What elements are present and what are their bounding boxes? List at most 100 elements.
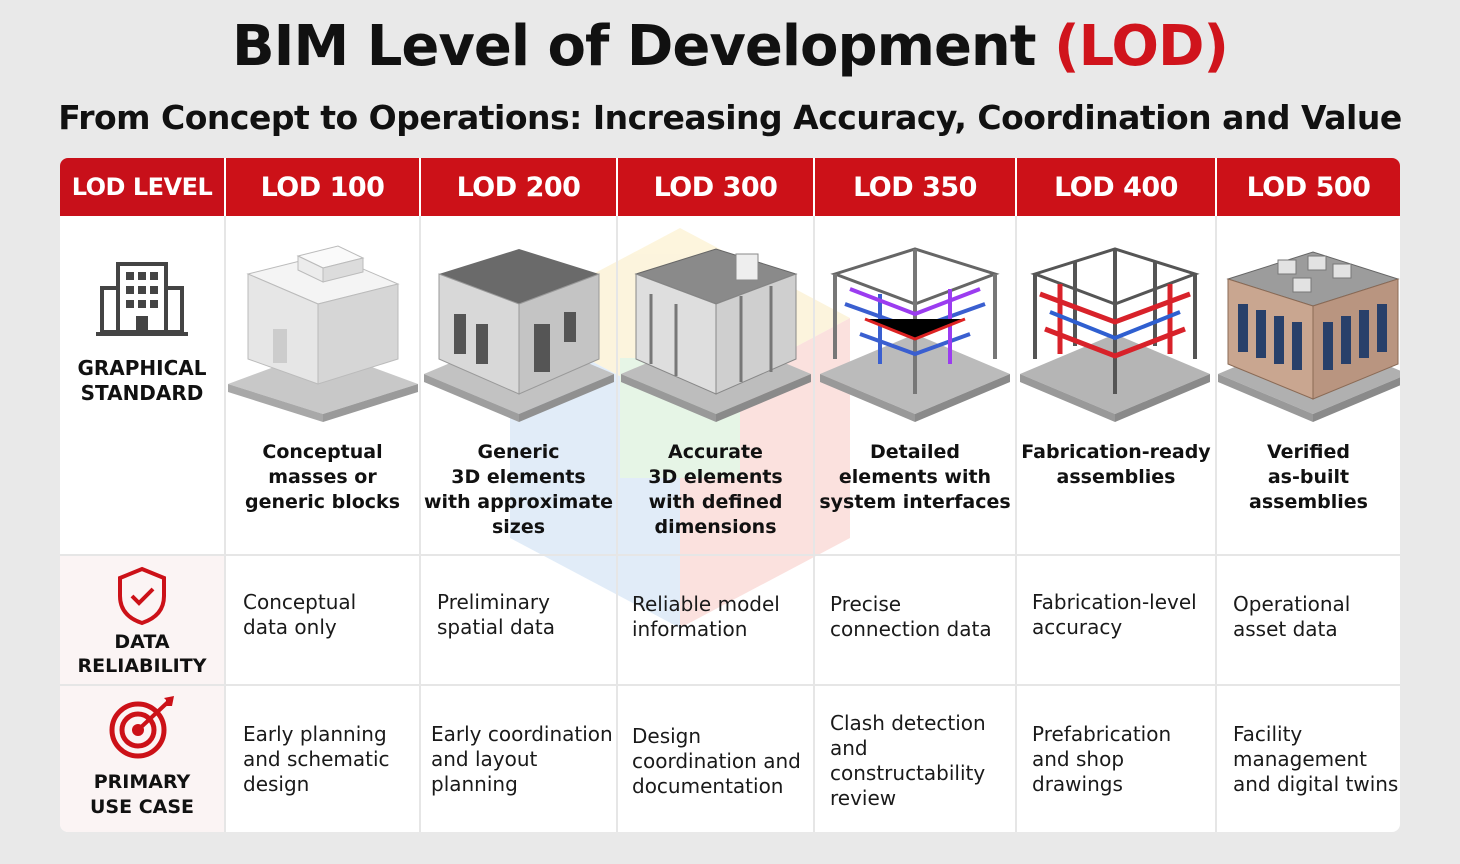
header-lod-100: LOD 100: [226, 158, 419, 216]
header-lod-level: LOD LEVEL: [60, 158, 224, 216]
cell-line: Detailed: [869, 441, 961, 463]
row-label-graphical: GRAPHICAL STANDARD: [60, 356, 224, 406]
lod200-model-icon: [424, 249, 614, 422]
cell-line: Conceptual: [243, 590, 357, 614]
column-divider: [224, 158, 226, 832]
cell-line: Precise: [830, 592, 902, 616]
row-label-line: DATA: [114, 631, 170, 653]
cell-line: as-built: [1267, 466, 1350, 488]
cell-line: management: [1233, 747, 1367, 771]
header-divider: [1215, 158, 1217, 216]
cell-line: system interfaces: [819, 491, 1011, 513]
column-divider: [1215, 158, 1217, 832]
header-lod-350: LOD 350: [815, 158, 1015, 216]
title-main: BIM Level of Development: [231, 14, 1037, 79]
cell-line: dimensions: [654, 516, 777, 538]
lod400-model-icon: [1020, 247, 1210, 422]
lod-table: LOD LEVEL LOD 100 LOD 200 LOD 300 LOD 35…: [60, 158, 1400, 832]
cell-line: Clash detection: [830, 711, 986, 735]
cell-line: and shop: [1032, 747, 1125, 771]
cell-line: and digital twins: [1233, 772, 1399, 796]
column-divider: [419, 158, 421, 832]
cell-line: Fabrication-level: [1032, 590, 1197, 614]
cell-line: Accurate: [668, 441, 763, 463]
cell-line: Facility: [1233, 722, 1303, 746]
cell-line: with approximate: [423, 491, 614, 513]
page-subtitle: From Concept to Operations: Increasing A…: [58, 98, 1402, 137]
cell-line: review: [830, 786, 897, 810]
graphical-desc-lod500: Verified as-built assemblies: [1217, 440, 1400, 515]
graphical-desc-lod100: Conceptual masses or generic blocks: [226, 440, 419, 515]
cell-line: information: [632, 617, 748, 641]
column-divider: [1015, 158, 1017, 832]
lod300-model-icon: [621, 248, 811, 422]
header-lod-400: LOD 400: [1017, 158, 1215, 216]
cell-line: spatial data: [437, 615, 555, 639]
cell-line: Conceptual: [262, 441, 383, 463]
cell-line: Verified: [1266, 441, 1350, 463]
graphical-desc-lod350: Detailed elements with system interfaces: [815, 440, 1015, 515]
row-label-reliability: DATA RELIABILITY: [60, 630, 224, 678]
cell-line: Reliable model: [632, 592, 780, 616]
cell-line: asset data: [1233, 617, 1338, 641]
cell-line: 3D elements: [648, 466, 783, 488]
row-divider: [60, 684, 1400, 686]
row-label-bg-reliability: [60, 556, 224, 684]
title-accent: (LOD): [1054, 14, 1229, 79]
header-divider: [1015, 158, 1017, 216]
lod500-model-icon: [1218, 251, 1400, 422]
cell-line: assemblies: [1249, 491, 1368, 513]
lod100-model-icon: [228, 245, 418, 422]
cell-line: with defined: [648, 491, 783, 513]
row-label-line: USE CASE: [89, 796, 195, 818]
header-divider: [616, 158, 618, 216]
cell-line: data only: [243, 615, 337, 639]
cell-line: elements with: [838, 466, 992, 488]
cell-line: constructability: [830, 761, 986, 785]
cell-line: documentation: [632, 774, 784, 798]
row-label-bg-usecase: [60, 686, 224, 832]
page-title: BIM Level of Development (LOD): [0, 14, 1460, 79]
cell-line: masses or: [268, 466, 377, 488]
cell-line: assemblies: [1056, 466, 1176, 488]
row-label-line: GRAPHICAL: [77, 356, 207, 380]
row-label-usecase: PRIMARY USE CASE: [60, 770, 224, 820]
building-icon: [96, 262, 188, 336]
header-divider: [419, 158, 421, 216]
header-lod-200: LOD 200: [421, 158, 616, 216]
cell-line: 3D elements: [451, 466, 586, 488]
cell-line: coordination and: [632, 749, 801, 773]
header-lod-500: LOD 500: [1217, 158, 1400, 216]
header-lod-300: LOD 300: [618, 158, 813, 216]
row-label-line: RELIABILITY: [77, 655, 207, 677]
cell-line: generic blocks: [244, 491, 401, 513]
cell-line: and: [830, 736, 868, 760]
cell-line: sizes: [491, 516, 546, 538]
cell-line: Preliminary: [437, 590, 550, 614]
cell-line: and schematic: [243, 747, 390, 771]
cell-line: planning: [431, 772, 518, 796]
cell-line: design: [243, 772, 310, 796]
cell-line: accuracy: [1032, 615, 1123, 639]
cell-line: Prefabrication: [1032, 722, 1172, 746]
header-divider: [224, 158, 226, 216]
column-divider: [813, 158, 815, 832]
row-label-line: PRIMARY: [93, 771, 191, 793]
cell-line: drawings: [1032, 772, 1123, 796]
lod350-model-icon: [820, 247, 1010, 422]
target-icon: [109, 696, 174, 759]
